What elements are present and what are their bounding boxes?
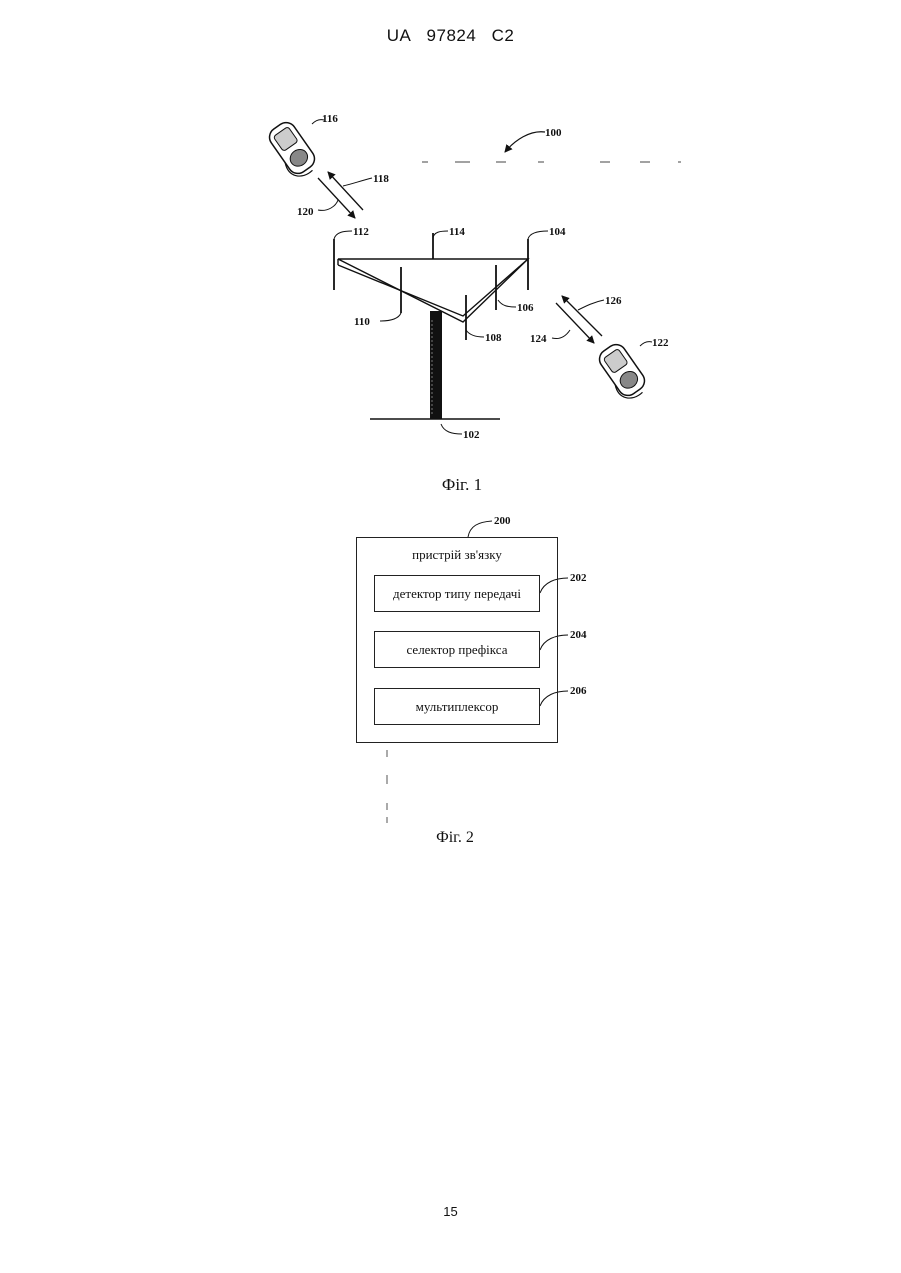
ref-110: 110 xyxy=(354,316,370,328)
ref-106: 106 xyxy=(517,302,534,314)
ref-114: 114 xyxy=(449,226,465,238)
ref-124: 124 xyxy=(530,333,547,345)
figure-1-caption: Фіг. 1 xyxy=(362,475,562,495)
ref-122: 122 xyxy=(652,337,669,349)
ref-108: 108 xyxy=(485,332,502,344)
ref-104: 104 xyxy=(549,226,566,238)
module-transmission-type-detector: детектор типу передачі xyxy=(374,575,540,612)
module-label: мультиплексор xyxy=(416,699,499,715)
ref-112: 112 xyxy=(353,226,369,238)
base-station-tower xyxy=(370,311,500,419)
ref-202: 202 xyxy=(570,572,587,584)
figure-2-caption: Фіг. 2 xyxy=(355,829,555,847)
module-label: детектор типу передачі xyxy=(393,586,521,602)
link-arrow-118 xyxy=(328,172,363,210)
ref-126: 126 xyxy=(605,295,622,307)
ref-200: 200 xyxy=(494,515,511,527)
mobile-phone-icon xyxy=(594,341,651,404)
ref-102: 102 xyxy=(463,429,480,441)
page-number: 15 xyxy=(0,1204,901,1219)
mobile-phone-icon xyxy=(264,119,321,182)
ref-206: 206 xyxy=(570,685,587,697)
module-label: селектор префікса xyxy=(407,642,508,658)
device-title: пристрій зв'язку xyxy=(357,547,557,563)
leader-100 xyxy=(505,132,545,152)
ref-100: 100 xyxy=(545,127,562,139)
ref-120: 120 xyxy=(297,206,314,218)
ref-204: 204 xyxy=(570,629,587,641)
ref-116: 116 xyxy=(322,113,338,125)
module-prefix-selector: селектор префікса xyxy=(374,631,540,668)
ref-118: 118 xyxy=(373,173,389,185)
communication-device-box: пристрій зв'язку детектор типу передачі … xyxy=(356,537,558,743)
module-multiplexer: мультиплексор xyxy=(374,688,540,725)
